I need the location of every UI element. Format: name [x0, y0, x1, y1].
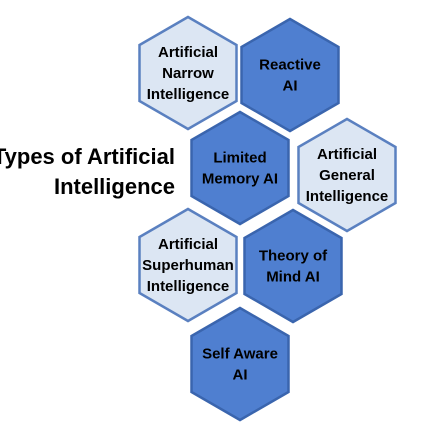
- hexagon-label-line: Artificial: [158, 236, 218, 253]
- hexagon-label-line: Superhuman: [142, 257, 234, 274]
- hexagon-shape: [138, 15, 238, 131]
- hexagon-label-line: Intelligence: [306, 188, 389, 205]
- hexagon-label-line: Theory of: [259, 248, 328, 265]
- hexagon-label-line: AI: [283, 78, 298, 95]
- hexagon-label-line: General: [319, 167, 375, 184]
- hexagon-label-line: Artificial: [317, 146, 377, 163]
- hexagon-label-line: Memory AI: [202, 171, 278, 188]
- hexagon-theory-of-mind-ai: Theory of Mind AI: [243, 208, 343, 324]
- hexagon-label-line: Limited: [213, 150, 266, 167]
- hexagon-label-line: Intelligence: [147, 278, 230, 295]
- diagram-title-line-1: Types of Artificial: [0, 144, 175, 169]
- hexagon-label-line: Reactive: [259, 57, 321, 74]
- hexagon-shape: [243, 208, 343, 324]
- hexagon-shape: [240, 17, 340, 133]
- hexagon-label-line: Narrow: [162, 65, 214, 82]
- hexagon-group: ArtificialNarrowIntelligenceReactiveAILi…: [138, 15, 397, 422]
- hexagon-label-line: AI: [233, 367, 248, 384]
- diagram-title-line-2: Intelligence: [54, 174, 175, 199]
- hexagon-label-line: Mind AI: [266, 269, 320, 286]
- hexagon-label-line: Artificial: [158, 44, 218, 61]
- hexagon-shape: [297, 117, 397, 233]
- hexagon-shape: [190, 306, 290, 422]
- hexagon-label-line: Self Aware: [202, 346, 278, 363]
- hexagon-shape: [138, 207, 238, 323]
- hexagon-shape: [190, 110, 290, 226]
- hexagon-label-line: Intelligence: [147, 86, 230, 103]
